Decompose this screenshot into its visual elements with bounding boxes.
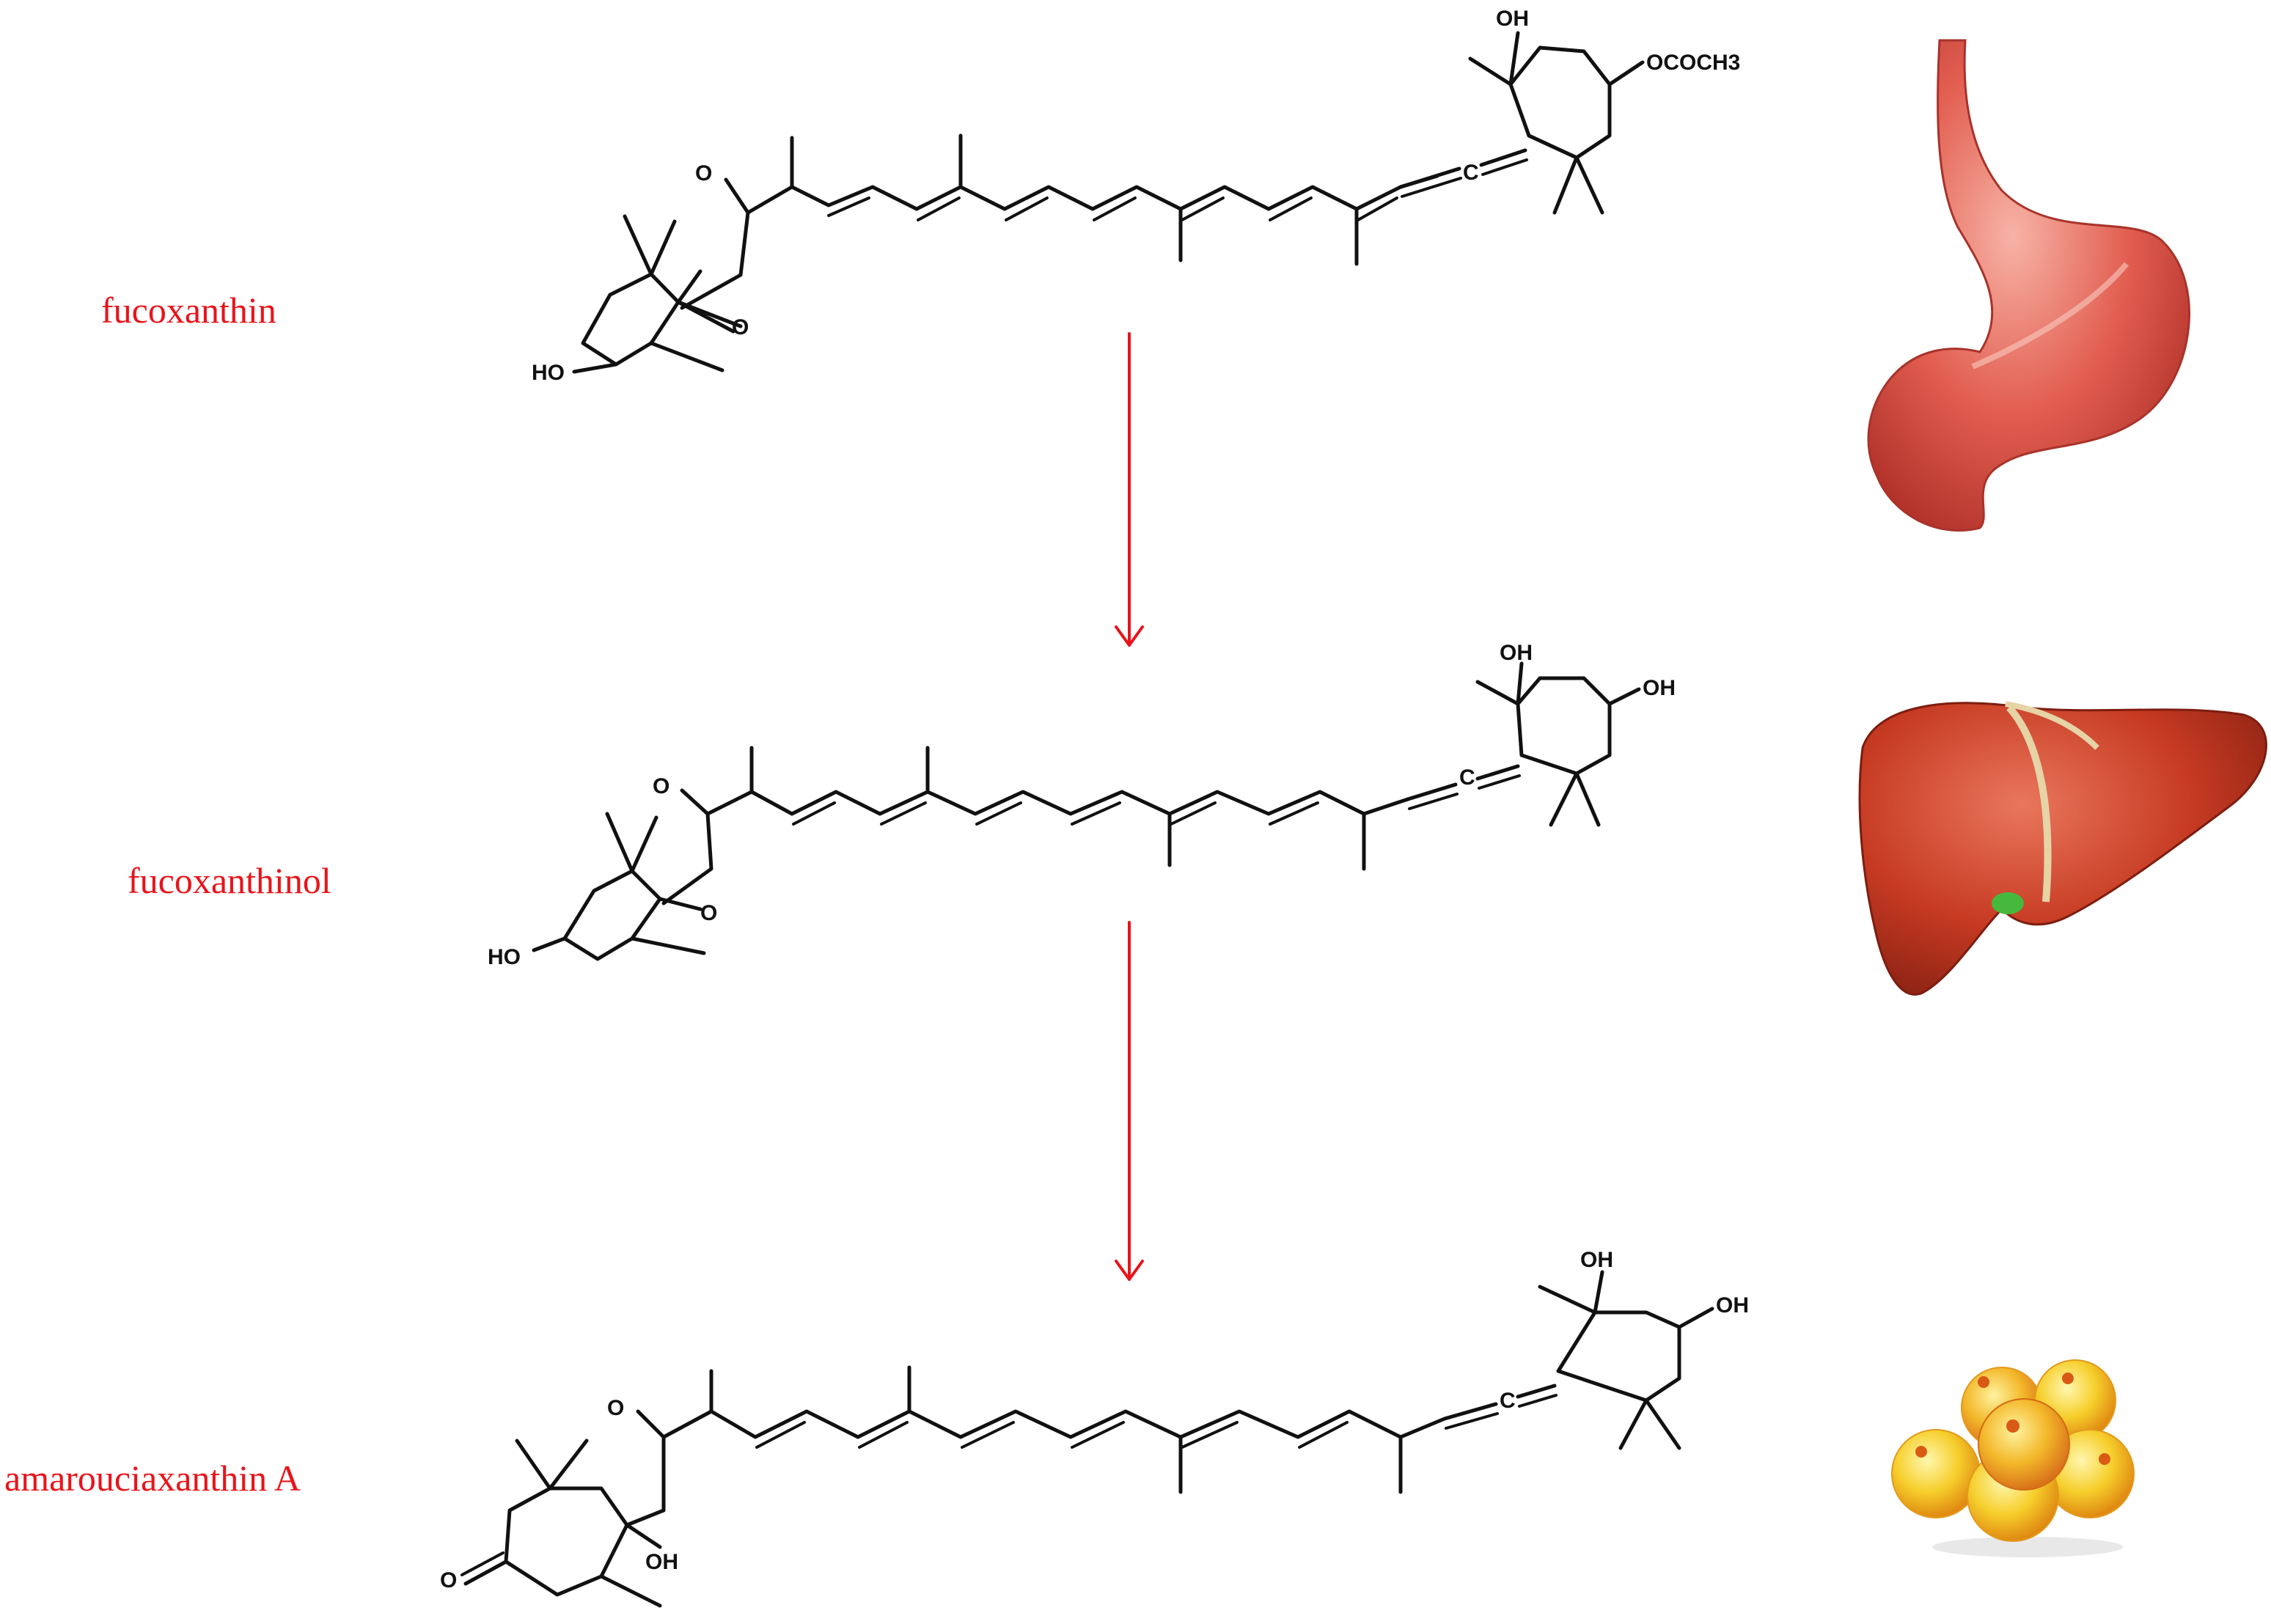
atom-o-epoxide-2: O	[700, 901, 717, 925]
atom-c-allene-2: C	[1459, 765, 1475, 790]
substituent-ococh3: OCOCH3	[1646, 51, 1740, 75]
structure-amarouciaxanthin-a: O OH O C OH OH	[440, 1248, 1749, 1608]
structure-fucoxanthin: O O HO C OH OCOCH3	[532, 7, 1740, 385]
atom-c-allene-3: C	[1500, 1389, 1516, 1413]
atom-oh-right-3: OH	[1716, 1293, 1749, 1318]
atom-o-ketone-1: O	[695, 161, 712, 185]
atom-o-ketone-3: O	[607, 1396, 624, 1420]
atom-o-ketone-2: O	[653, 774, 669, 798]
atom-ho-left-2: HO	[488, 945, 521, 969]
compound-label-amarouciaxanthin-a: amarouciaxanthin A	[4, 1458, 301, 1499]
atom-o-ketone-ring-3: O	[440, 1568, 457, 1592]
arrow-fucoxanthinol-to-amarouciaxanthin	[1115, 921, 1144, 1281]
compound-label-fucoxanthin: fucoxanthin	[101, 290, 276, 331]
atom-c-allene-1: C	[1463, 161, 1479, 185]
atom-oh-right-1: OH	[1496, 7, 1529, 31]
atom-oh-right-2: OH	[1643, 676, 1676, 700]
stomach-illustration	[1867, 39, 2190, 532]
atom-oh-left-3: OH	[645, 1550, 678, 1574]
atom-o-epoxide-1: O	[732, 315, 749, 339]
compound-label-fucoxanthinol: fucoxanthinol	[128, 860, 331, 901]
atom-oh-top-2: OH	[1500, 641, 1533, 665]
liver-illustration	[1858, 701, 2267, 996]
adipose-cells-illustration	[1891, 1359, 2135, 1557]
arrow-fucoxanthin-to-fucoxanthinol	[1115, 332, 1144, 647]
structure-fucoxanthinol: O HO O C OH OH	[488, 641, 1676, 969]
atom-ho-left-1: HO	[532, 361, 565, 385]
atom-oh-top-3: OH	[1580, 1248, 1613, 1272]
